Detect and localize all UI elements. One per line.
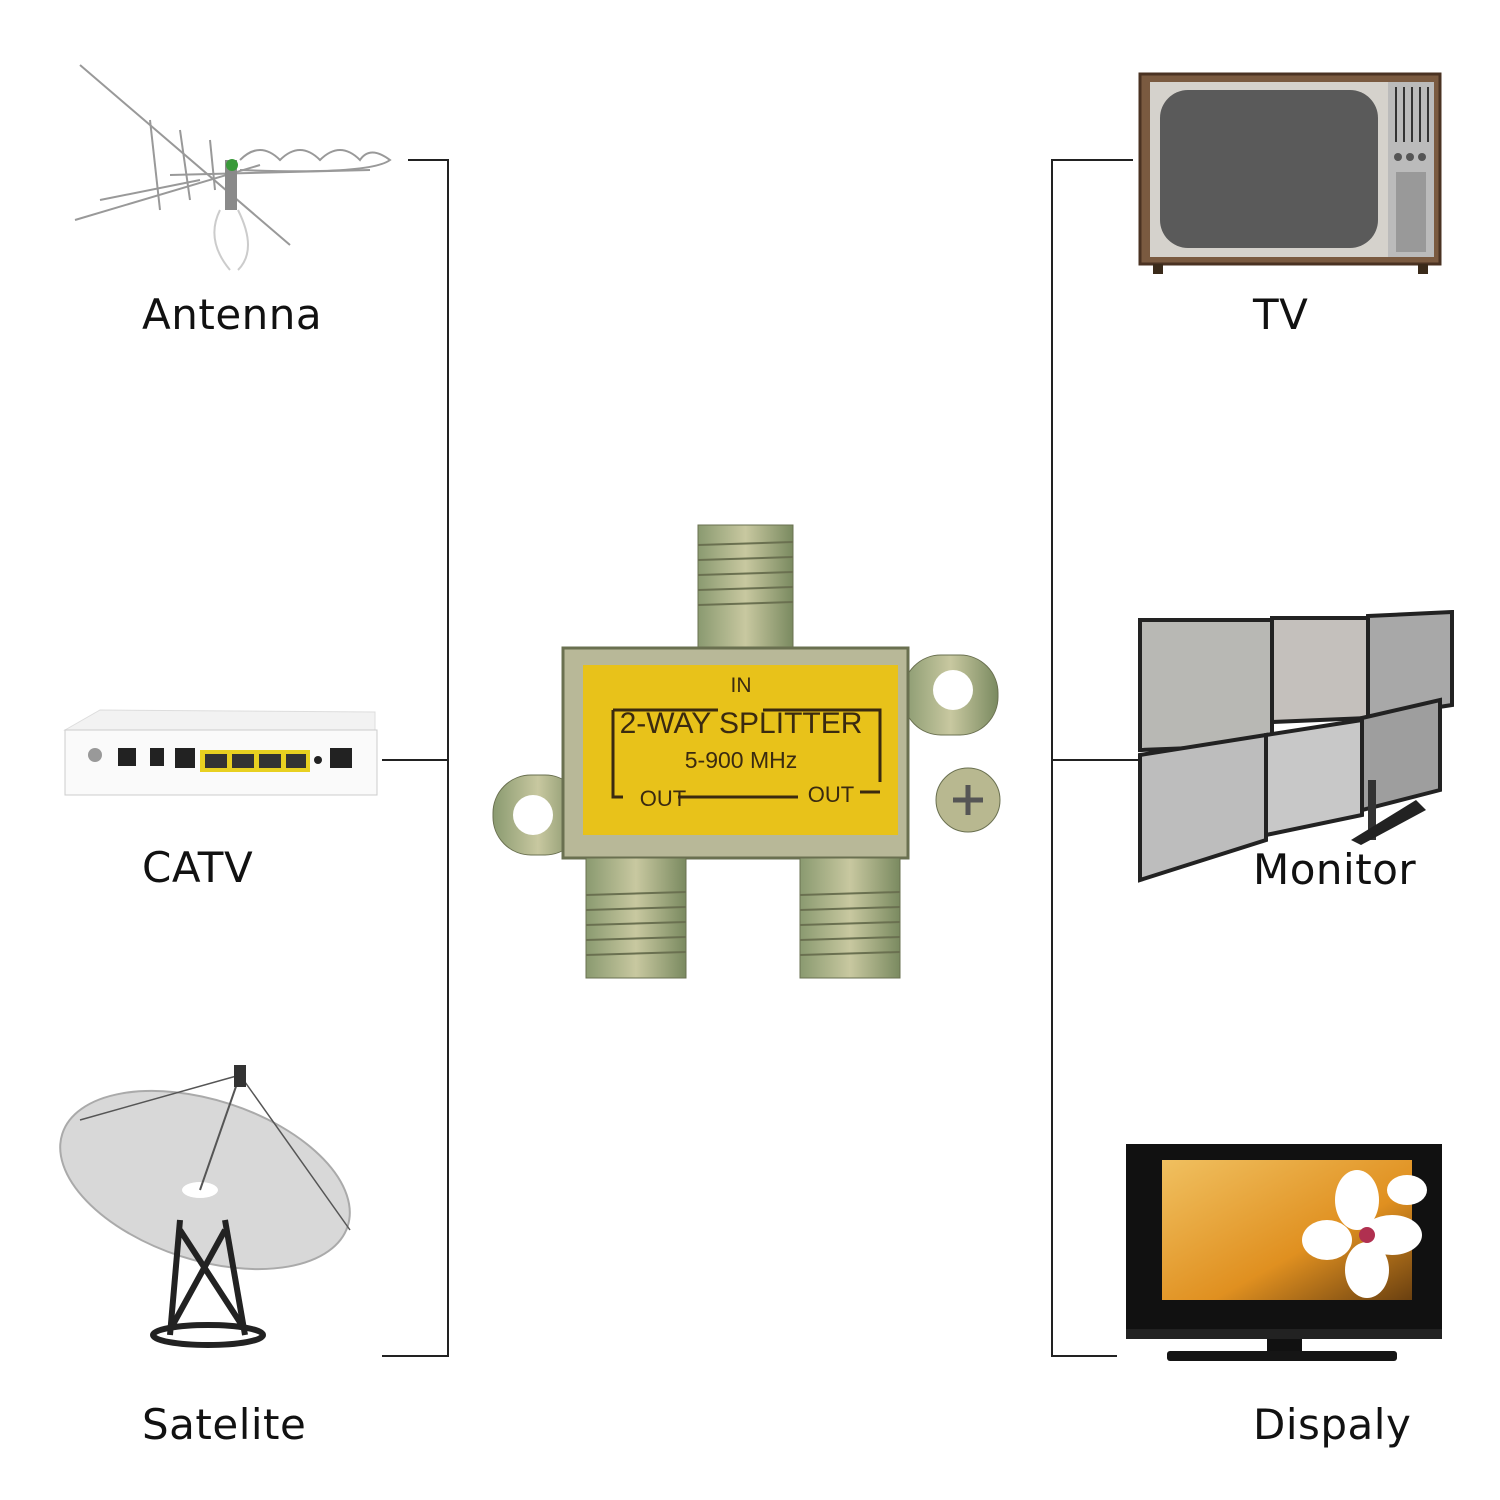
right-connector-tv bbox=[1051, 159, 1133, 161]
input-label-catv: CATV bbox=[142, 843, 254, 892]
input-label-antenna: Antenna bbox=[142, 290, 323, 339]
two-way-splitter-photo: IN 2-WAY SPLITTER 5-900 MHz OUT OUT bbox=[492, 524, 1001, 979]
monitor-wall-icon bbox=[1138, 610, 1454, 883]
left-connector-satellite bbox=[382, 1355, 449, 1357]
left-bracket-vertical bbox=[447, 160, 449, 1357]
left-connector-antenna bbox=[408, 159, 449, 161]
splitter-in-label: IN bbox=[731, 674, 752, 697]
right-bracket-vertical bbox=[1051, 160, 1053, 1357]
input-label-satellite: Satelite bbox=[142, 1400, 307, 1449]
antenna-icon bbox=[74, 64, 392, 271]
satellite-dish-icon bbox=[59, 1065, 351, 1348]
output-label-display: Dispaly bbox=[1253, 1400, 1412, 1449]
output-label-tv: TV bbox=[1253, 290, 1309, 339]
splitter-out-right-label: OUT bbox=[808, 782, 854, 807]
left-connector-catv bbox=[382, 759, 449, 761]
right-connector-monitor bbox=[1051, 759, 1139, 761]
tv-icon bbox=[1138, 72, 1442, 274]
splitter-out-left-label: OUT bbox=[640, 786, 686, 811]
splitter-frequency: 5-900 MHz bbox=[685, 747, 797, 773]
splitter-title: 2-WAY SPLITTER bbox=[620, 707, 863, 740]
output-label-monitor: Monitor bbox=[1253, 845, 1417, 894]
catv-modem-icon bbox=[63, 709, 378, 796]
flat-display-icon bbox=[1126, 1144, 1442, 1361]
right-connector-display bbox=[1051, 1355, 1117, 1357]
